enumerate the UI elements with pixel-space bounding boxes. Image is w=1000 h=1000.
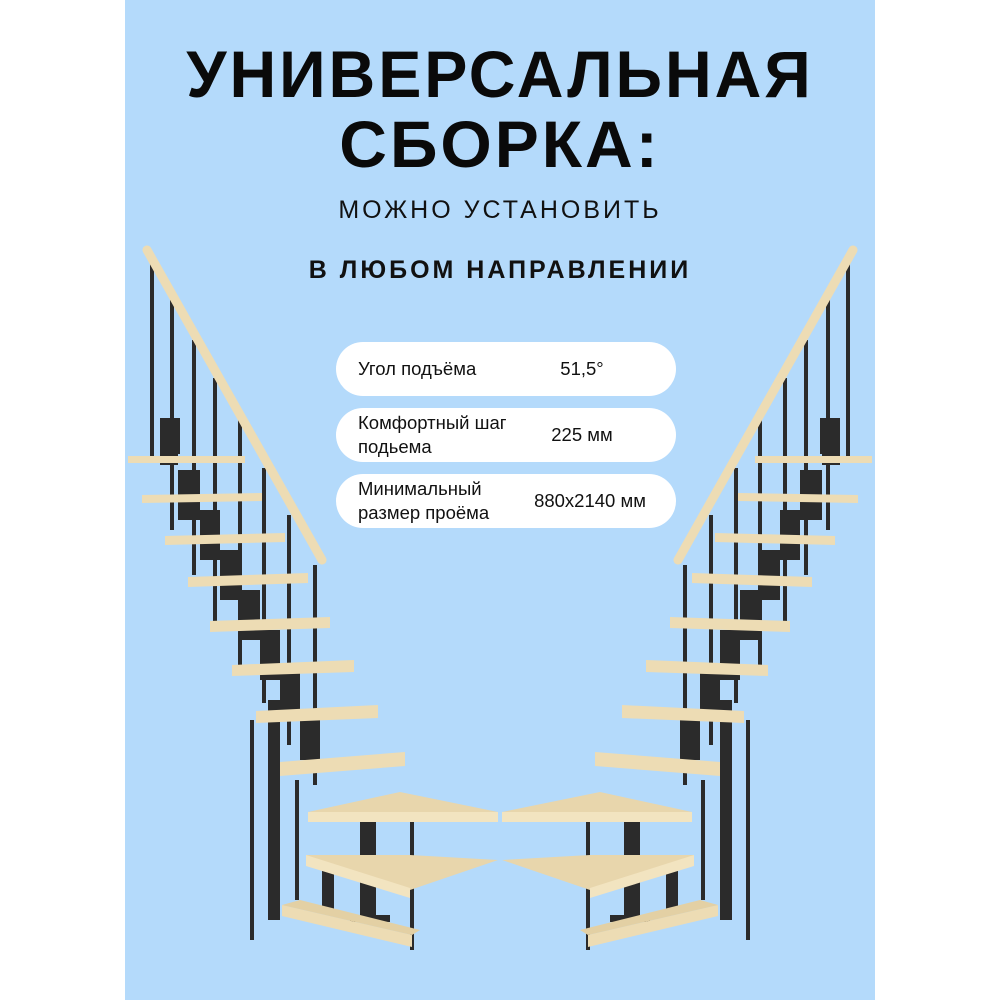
subtitle-line-2: В ЛЮБОМ НАПРАВЛЕНИИ [308, 256, 692, 284]
spec-label: Комфортный шаг подьема [358, 412, 507, 457]
title-line-1: УНИВЕРСАЛЬНАЯ [186, 37, 814, 111]
title-line-2: СБОРКА: [339, 107, 661, 181]
spec-value: 880х2140 мм [534, 490, 646, 511]
spec-label: Минимальный размер проёма [358, 478, 490, 523]
spec-row-step: Комфортный шаг подьема 225 мм [336, 408, 676, 462]
spec-value: 51,5° [560, 358, 604, 379]
spec-label: Угол подъёма [358, 358, 477, 379]
spec-row-opening: Минимальный размер проёма 880х2140 мм [336, 474, 676, 528]
spec-list: Угол подъёма 51,5° Комфортный шаг подьем… [336, 342, 676, 540]
spec-value: 225 мм [551, 424, 613, 445]
wall-bracket-right [820, 418, 840, 454]
wall-bracket-left [160, 418, 180, 454]
spec-row-angle: Угол подъёма 51,5° [336, 342, 676, 396]
subtitle-line-1: МОЖНО УСТАНОВИТЬ [338, 196, 662, 224]
